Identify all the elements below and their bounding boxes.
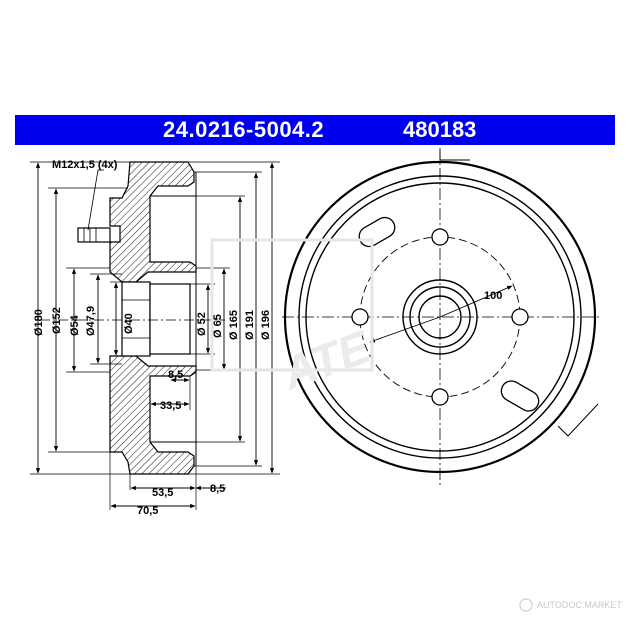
hub-bore-front: [418, 295, 462, 339]
label-d47-9: Ø47,9: [85, 306, 97, 336]
label-70-5: 70,5: [137, 505, 158, 517]
label-53-5: 53,5: [152, 487, 173, 499]
label-d165: Ø 165: [228, 310, 240, 340]
hub-bore: [121, 281, 151, 357]
label-d54: Ø54: [69, 314, 81, 336]
label-8-5-outer: 8,5: [210, 483, 225, 495]
bolt-hole-top: [431, 228, 449, 246]
bolt-hole-left: [351, 308, 369, 326]
label-d65: Ø 65: [212, 314, 224, 338]
part-number: 24.0216-5004.2: [163, 117, 325, 142]
label-8-5-inner: 8,5: [168, 369, 183, 381]
bolt-hole-right: [511, 308, 529, 326]
drum-braking-surface-inner: [305, 182, 575, 452]
drum-outer-rim: [283, 160, 597, 474]
adjuster-slot-lower: [500, 380, 540, 412]
bolt-leader: [87, 169, 104, 231]
watermark: AUTODOC.MARKET: [519, 598, 622, 612]
wheel-stud: [77, 227, 111, 243]
hub-outer: [402, 279, 478, 355]
watermark-text: AUTODOC.MARKET: [537, 600, 622, 610]
label-d191: Ø 191: [244, 310, 256, 340]
title-banner: 24.0216-5004.2 480183: [15, 115, 615, 145]
drum-braking-surface-outer: [298, 175, 582, 459]
bolt-hole-bottom: [431, 388, 449, 406]
section-mark-top: [439, 150, 470, 161]
label-d152: Ø152: [51, 307, 63, 334]
section-mark-bottom: [557, 403, 599, 437]
label-d180: Ø180: [33, 309, 45, 336]
bolt-callout: M12x1,5 (4x): [52, 159, 118, 171]
label-d40: Ø40: [123, 313, 135, 334]
drum-upper-section: [109, 161, 197, 283]
label-d196: Ø 196: [260, 310, 272, 340]
label-d52: Ø 52: [196, 312, 208, 336]
label-33-5: 33,5: [160, 400, 181, 412]
hub-cylinder: [149, 283, 191, 355]
pcd-label: 100: [484, 290, 502, 302]
article-code: 480183: [403, 117, 477, 142]
hub-ring: [409, 286, 471, 348]
adjuster-slot-upper: [358, 216, 396, 248]
side-section-view: M12x1,5 (4x) Ø180 Ø152 Ø54 Ø47,9 Ø40 Ø 5…: [30, 159, 280, 517]
